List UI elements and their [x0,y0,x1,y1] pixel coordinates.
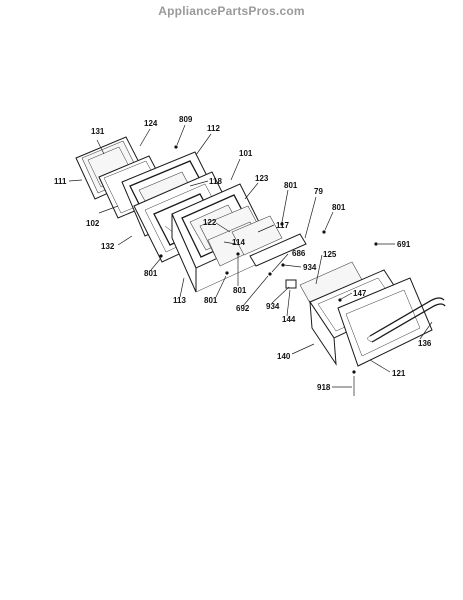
callout-801-c: 801 [144,269,158,278]
callout-136: 136 [418,339,432,348]
callout-147: 147 [353,289,367,298]
part-79-vent-strip [249,233,307,267]
callout-123: 123 [255,174,269,183]
callout-132: 132 [101,242,115,251]
callout-124: 124 [144,119,158,128]
part-121-outer-glass [337,277,433,367]
callout-79: 79 [314,187,323,196]
callout-686: 686 [292,249,306,258]
callout-121: 121 [392,369,406,378]
callout-118: 118 [209,177,222,186]
callout-691: 691 [397,240,411,249]
callout-labels: 131 124 809 112 111 101 118 123 801 79 8… [54,115,432,392]
callout-122: 122 [203,218,217,227]
part-117-panel [231,215,283,256]
callout-801-b: 801 [332,203,346,212]
callout-692: 692 [236,304,250,313]
callout-809: 809 [179,115,193,124]
callout-934-b: 934 [266,302,280,311]
callout-801-a: 801 [284,181,298,190]
callout-125: 125 [323,250,337,259]
callout-111: 111 [54,177,67,186]
callout-114: 114 [232,238,245,247]
callout-112: 112 [207,124,220,133]
callout-101: 101 [239,149,253,158]
callout-140: 140 [277,352,291,361]
callout-144: 144 [282,315,296,324]
part-136-handle [367,297,446,343]
callout-801-e: 801 [204,296,218,305]
callout-131: 131 [91,127,105,136]
callout-117: 117 [276,221,289,230]
callout-102: 102 [86,219,100,228]
leader-lines [68,124,433,396]
callout-934-a: 934 [303,263,317,272]
callout-801-d: 801 [233,286,247,295]
watermark-text: AppliancePartsPros.com [158,4,305,18]
callout-113: 113 [173,296,186,305]
fasteners [159,145,378,374]
callout-918: 918 [317,383,331,392]
